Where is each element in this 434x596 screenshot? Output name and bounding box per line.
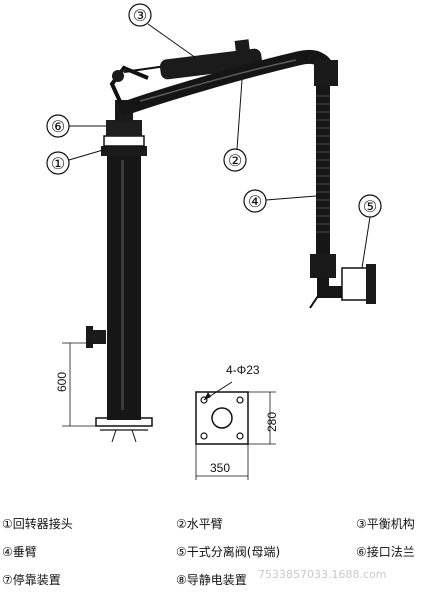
vertical-arm-corrugation <box>316 95 330 233</box>
balance-cylinder-cap <box>234 39 252 65</box>
watermark: 7533857033.1688.com <box>258 568 387 581</box>
callout-circle-1 <box>46 151 70 175</box>
callout-leader-3 <box>147 23 197 59</box>
legend-marker: ⑧ <box>176 573 187 587</box>
dry-disconnect-face <box>366 264 376 304</box>
valve-handle <box>309 295 319 309</box>
flange-center-hole <box>211 407 233 429</box>
interface-flange <box>106 120 142 136</box>
legend-text: 回转器接头 <box>12 517 73 531</box>
legend-text: 干式分离阀(母端) <box>186 545 281 559</box>
callout-circle-2 <box>223 148 247 172</box>
legend-item-4: ④垂臂 <box>2 544 37 560</box>
balance-rod <box>123 65 167 73</box>
callout-number-2: ② <box>228 151 242 170</box>
legend-item-8: ⑧导静电装置 <box>176 572 247 588</box>
callout-leader-1 <box>68 149 104 161</box>
dim-600-label: 600 <box>55 372 69 392</box>
legend-text: 垂臂 <box>12 545 37 559</box>
callout-number-6: ⑥ <box>51 117 65 136</box>
callout-number-3: ③ <box>133 6 147 25</box>
callout-number-1: ① <box>51 154 65 173</box>
loading-arm-drawing: 4-Φ23 280 350 600 ③ ⑥ ① ② ④ <box>46 3 382 480</box>
column-highlight <box>121 160 124 410</box>
vertical-arm <box>316 86 330 254</box>
legend-item-1: ①回转器接头 <box>2 516 73 532</box>
base-foot <box>111 429 137 443</box>
parking-bracket <box>90 330 106 344</box>
elbow-joint <box>314 60 338 86</box>
legend-marker: ④ <box>2 545 13 559</box>
legend-marker: ⑥ <box>356 545 367 559</box>
legend-marker: ① <box>2 517 13 531</box>
swivel-joint-ring <box>103 135 145 147</box>
callout-circle-4 <box>243 189 267 213</box>
swivel-joint-lower <box>101 146 147 156</box>
legend-item-2: ②水平臂 <box>176 516 223 532</box>
legend-item-3: ③平衡机构 <box>356 516 415 532</box>
legend-marker: ⑦ <box>2 573 13 587</box>
legend-item-7: ⑦停靠装置 <box>2 572 61 588</box>
legend-text: 导静电装置 <box>186 573 247 587</box>
callout-leader-5 <box>361 216 371 269</box>
legend-text: 停靠装置 <box>12 573 61 587</box>
horizontal-arm-highlight <box>139 59 297 102</box>
lower-swivel <box>310 254 336 278</box>
flange-bolt-hole <box>236 396 244 404</box>
legend-text: 接口法兰 <box>366 545 415 559</box>
legend-marker: ⑤ <box>176 545 187 559</box>
flange-bolt-hole <box>236 432 244 440</box>
parts-legend: ①回转器接头 ②水平臂 ③平衡机构 ④垂臂 ⑤干式分离阀(母端) ⑥接口法兰 ⑦… <box>0 510 434 596</box>
legend-text: 平衡机构 <box>366 517 415 531</box>
balance-pivot <box>112 70 124 82</box>
flange-bolt-hole <box>200 432 208 440</box>
dim-350-label: 350 <box>210 461 230 475</box>
callout-circle-3 <box>128 3 152 27</box>
legend-text: 水平臂 <box>186 517 223 531</box>
legend-item-6: ⑥接口法兰 <box>356 544 415 560</box>
callout-number-5: ⑤ <box>363 197 377 216</box>
legend-marker: ③ <box>356 517 367 531</box>
lower-elbow <box>317 278 346 298</box>
callout-leader-2 <box>236 79 243 150</box>
parking-bracket-knob <box>86 326 93 348</box>
callout-number-4: ④ <box>248 192 262 211</box>
dim-280-label: 280 <box>265 412 279 432</box>
hole-spec-label: 4-Φ23 <box>226 363 260 377</box>
legend-marker: ② <box>176 517 187 531</box>
callout-leader-4 <box>265 195 317 201</box>
legend-item-5: ⑤干式分离阀(母端) <box>176 544 280 560</box>
hole-spec-arrowhead <box>204 392 211 400</box>
